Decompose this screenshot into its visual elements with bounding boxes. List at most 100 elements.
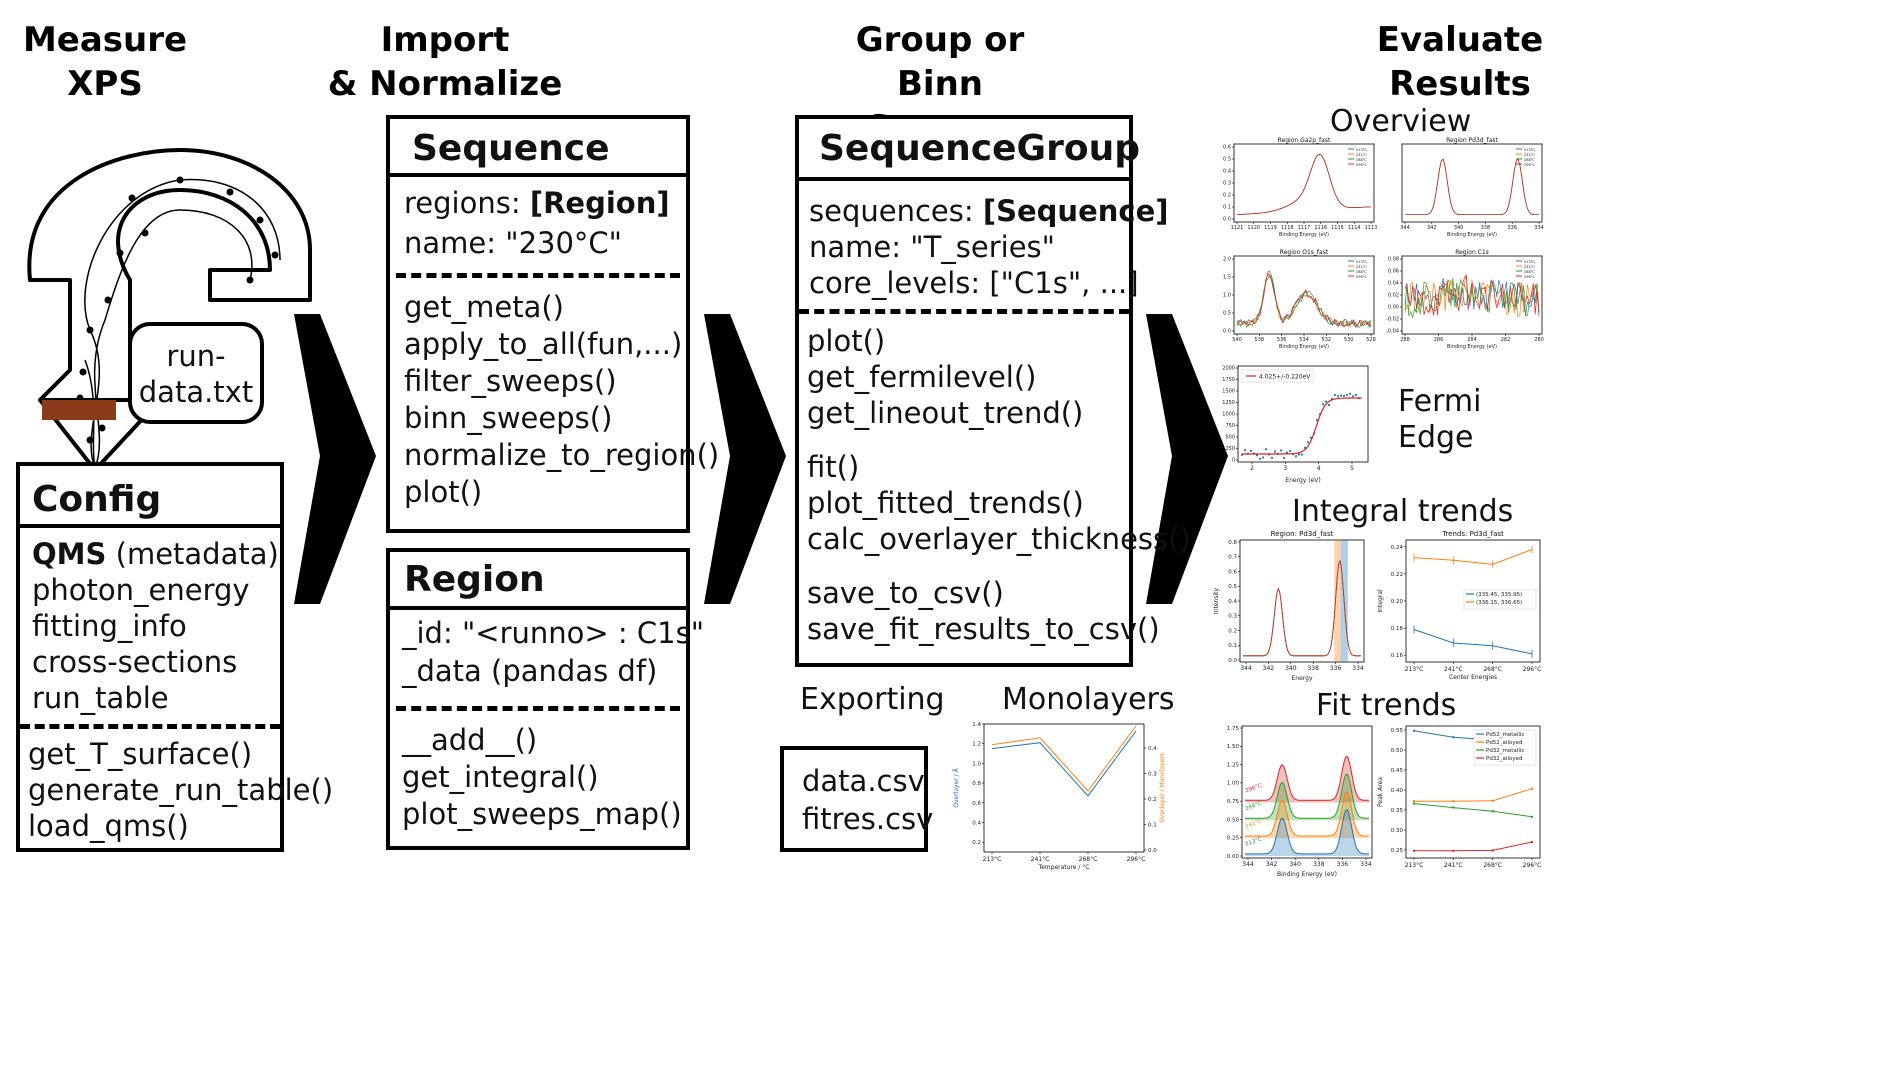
trend-series-line bbox=[1413, 803, 1533, 818]
x-tick-label: 342 bbox=[1266, 861, 1278, 868]
y-tick-label: 0.08 bbox=[1388, 257, 1399, 263]
x-tick-label: 334 bbox=[1352, 665, 1364, 672]
legend-label: 213°C bbox=[1356, 260, 1367, 264]
y-tick-label: 0.20 bbox=[1391, 599, 1404, 605]
stage-group-line1: Group or bbox=[855, 20, 1025, 60]
fermi-data-point bbox=[1279, 449, 1283, 452]
legend-label: 241°C bbox=[1356, 153, 1367, 157]
y2-tick-label: 0.3 bbox=[1148, 772, 1157, 778]
sequence-attributes: regions: [Region] name: "230°C" bbox=[404, 183, 670, 263]
sequence-method: normalize_to_region() bbox=[404, 438, 720, 472]
fit-spectrum-line bbox=[1245, 791, 1369, 837]
sequence-methods: get_meta() apply_to_all(fun,...) filter_… bbox=[404, 289, 719, 511]
exporting-title: Exporting bbox=[800, 682, 945, 717]
x-tick-label: 268°C bbox=[1079, 856, 1098, 863]
sequence-group-title: SequenceGroup bbox=[819, 128, 1140, 169]
x-tick-label: 342 bbox=[1427, 225, 1437, 231]
region-attr: _id: "<runno> : C1s" bbox=[402, 616, 705, 650]
arrow-3 bbox=[1146, 314, 1228, 604]
y-tick-label: 0.45 bbox=[1391, 768, 1404, 774]
fit-temperature-label: 268°C bbox=[1245, 801, 1263, 813]
stage-evaluate-title: Evaluate Results bbox=[1360, 18, 1560, 106]
fermi-data-point bbox=[1243, 449, 1247, 452]
arrow-1 bbox=[294, 314, 376, 604]
x-tick-label: 2 bbox=[1250, 465, 1254, 472]
fermi-label-line2: Edge bbox=[1398, 420, 1474, 455]
stage-evaluate-line1: Evaluate bbox=[1376, 20, 1544, 60]
x-tick-label: 334 bbox=[1534, 225, 1544, 231]
y-tick-label: -0.04 bbox=[1386, 329, 1399, 335]
plot-frame bbox=[1405, 725, 1541, 859]
y-tick-label: 0.25 bbox=[1391, 848, 1404, 854]
y-tick-label: 0.2 bbox=[972, 840, 981, 846]
fit-spectrum-line bbox=[1245, 755, 1369, 801]
y-tick-label: 0.30 bbox=[1391, 828, 1404, 834]
legend-label: 296°C bbox=[1524, 163, 1535, 167]
fermi-data-point bbox=[1297, 453, 1301, 456]
fermi-data-point bbox=[1264, 448, 1268, 451]
integral-spectrum-line bbox=[1243, 559, 1361, 657]
x-tick-label: 284 bbox=[1467, 337, 1477, 343]
trend-series-line bbox=[991, 730, 1137, 797]
sequence-method: plot() bbox=[404, 475, 483, 509]
x-tick-label: 336 bbox=[1507, 225, 1517, 231]
legend-label: 268°C bbox=[1524, 158, 1535, 162]
plot-frame bbox=[1401, 143, 1543, 223]
sequence-box: Sequence regions: [Region] name: "230°C"… bbox=[386, 115, 719, 533]
overview-series-line bbox=[1236, 275, 1372, 329]
trend-legend-box bbox=[1463, 589, 1537, 610]
y-tick-label: 0.0 bbox=[1223, 217, 1231, 223]
legend-label: 268°C bbox=[1356, 158, 1367, 162]
sequence-group-method: plot() bbox=[807, 324, 886, 358]
trend-marker bbox=[1412, 802, 1416, 805]
fermi-data-point bbox=[1255, 454, 1259, 457]
y-tick-label: 0.50 bbox=[1391, 748, 1404, 754]
legend-label: 213°C bbox=[1356, 148, 1367, 152]
x-tick-label: 334 bbox=[1360, 861, 1372, 868]
trend-marker bbox=[1412, 729, 1416, 732]
region-box: Region _id: "<runno> : C1s" _data (panda… bbox=[386, 548, 704, 850]
y-tick-label: 0.06 bbox=[1388, 269, 1399, 275]
y-tick-label: 1.0 bbox=[972, 761, 981, 767]
x-tick-label: 5 bbox=[1350, 465, 1354, 472]
sequence-method: get_meta() bbox=[404, 290, 564, 324]
y-tick-label: 1000 bbox=[1222, 412, 1235, 418]
fermi-data-point bbox=[1333, 393, 1337, 397]
overview-series-line bbox=[1236, 273, 1372, 328]
export-file: fitres.csv bbox=[802, 802, 934, 836]
panel-xlabel: Binding Energy (eV) bbox=[1279, 232, 1329, 238]
y-tick-label: 1750 bbox=[1222, 377, 1235, 383]
x-tick-label: 1115 bbox=[1331, 225, 1344, 231]
y-tick-label: 0.4 bbox=[972, 820, 981, 826]
stage-measure-line1: Measure bbox=[22, 20, 188, 60]
fermi-data-point bbox=[1351, 395, 1355, 398]
sequence-title-divider bbox=[390, 173, 686, 177]
y-tick-label: 500 bbox=[1225, 435, 1235, 441]
trend-marker bbox=[1412, 800, 1416, 803]
trend-marker bbox=[1452, 736, 1455, 739]
x-tick-label: 530 bbox=[1344, 337, 1354, 343]
x-tick-label: 1120 bbox=[1247, 225, 1260, 231]
region-method: get_integral() bbox=[402, 760, 599, 794]
trend-legend-label: (336.15, 336.65) bbox=[1476, 600, 1522, 606]
y-tick-label: 1.75 bbox=[1227, 726, 1240, 732]
fermi-data-point bbox=[1285, 451, 1289, 454]
x-tick-label: 536 bbox=[1277, 337, 1287, 343]
y-tick-label: 0.3 bbox=[1228, 614, 1237, 620]
config-box: Config QMS (metadata) photon_energy fitt… bbox=[16, 462, 333, 852]
monolayers-label: Monolayers bbox=[1002, 682, 1175, 717]
fermi-data-point bbox=[1348, 392, 1352, 395]
region-divider bbox=[396, 706, 680, 711]
trend-legend-label: Pd32_metallic bbox=[1486, 748, 1524, 754]
y-tick-label: 0.2 bbox=[1223, 193, 1231, 199]
trend-marker bbox=[1452, 806, 1455, 809]
fermi-data-point bbox=[1345, 393, 1349, 397]
trend-legend-box bbox=[1473, 729, 1537, 766]
x-tick-label: 268°C bbox=[1483, 862, 1502, 869]
legend-label: 213°C bbox=[1524, 148, 1535, 152]
integral-region-ylabel: Intensity bbox=[1213, 587, 1220, 614]
region-title: Region bbox=[404, 559, 545, 600]
y-tick-label: 0.22 bbox=[1391, 572, 1403, 578]
